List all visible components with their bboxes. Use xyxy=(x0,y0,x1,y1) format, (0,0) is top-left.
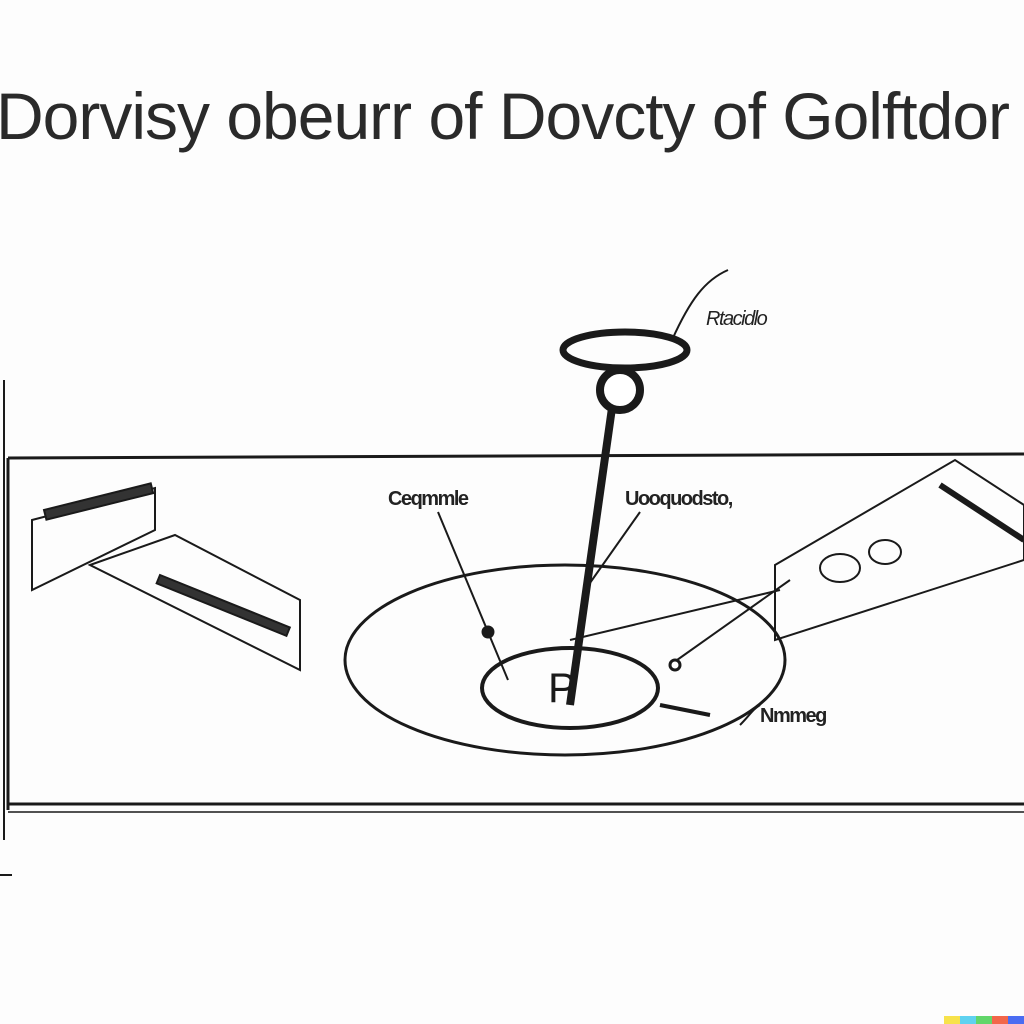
label-center-right: Uooquodsto, xyxy=(625,488,733,510)
pivot-ring xyxy=(596,366,644,414)
outer-ellipse xyxy=(343,563,787,757)
diagram-title: Dorvisy obeurr of Dovcty of Golftdor xyxy=(0,79,1010,153)
left-panel-front xyxy=(87,533,301,672)
center-mark: P xyxy=(548,664,576,711)
left-panel-back xyxy=(31,482,156,592)
leader-lines xyxy=(437,269,791,726)
marker-dot xyxy=(481,625,495,639)
marker-dot xyxy=(668,658,682,672)
right-panel xyxy=(774,458,1024,642)
table-frame xyxy=(0,380,1024,876)
watermark xyxy=(944,1016,1024,1024)
inner-ellipse xyxy=(480,646,660,730)
label-center-left: Ceqmmle xyxy=(388,488,469,510)
label-top-right: Rtacidlo xyxy=(706,308,768,330)
top-disc xyxy=(559,328,691,372)
pole xyxy=(566,407,616,706)
label-bottom-right: Nmmeg xyxy=(760,705,827,727)
